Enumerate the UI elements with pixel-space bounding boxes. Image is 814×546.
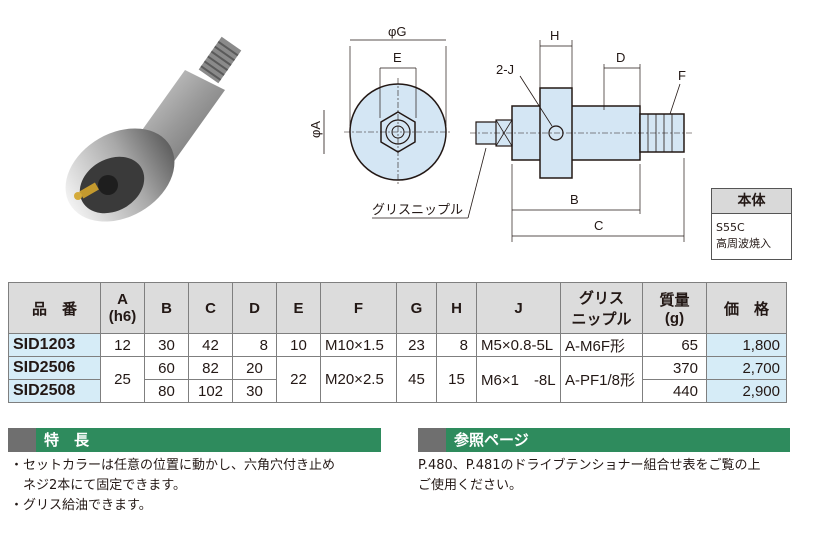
cell-grease: A-PF1/8形 [560,356,643,403]
material-box: 本体 S55C 高周波焼入 [711,188,792,260]
header-mass: 質量(g) [642,282,707,334]
technical-drawing: φG E φA 2-J H D F B C グリスニップル [308,24,692,242]
cell-C: 102 [188,379,233,403]
label-A: φA [308,121,323,138]
cell-model: SID2506 [8,356,101,380]
cell-price: 1,800 [706,333,787,357]
cell-D: 20 [232,356,277,380]
label-C: C [594,218,603,233]
cell-E: 22 [276,356,321,403]
product-photo [65,36,242,222]
cell-D: 8 [232,333,277,357]
header-D: D [232,282,277,334]
header-E: E [276,282,321,334]
label-F: F [678,68,686,83]
cell-mass: 370 [642,356,707,380]
cell-A: 12 [100,333,145,357]
feature-item: ・グリス給油できます。 [10,498,152,513]
table-row: SID2508 80 102 30 440 2,900 [8,379,787,403]
cell-G: 45 [396,356,437,403]
cell-price: 2,900 [706,379,787,403]
cell-D: 30 [232,379,277,403]
reference-line: P.480、P.481のドライブテンショナー組合せ表をご覧の上 [418,458,761,473]
feature-item: ・セットカラーは任意の位置に動かし、六角穴付き止め [10,458,336,473]
label-E: E [393,50,402,65]
reference-text: P.480、P.481のドライブテンショナー組合せ表をご覧の上 ご使用ください。 [418,456,798,496]
label-J: 2-J [496,62,514,77]
cell-F: M10×1.5 [320,333,397,357]
features-list: ・セットカラーは任意の位置に動かし、六角穴付き止め ネジ2本にて固定できます。 … [10,456,390,516]
header-C: C [188,282,233,334]
material-line1: S55C [716,221,745,234]
feature-item: ネジ2本にて固定できます。 [10,478,186,493]
header-price: 価 格 [706,282,787,334]
header-A: A(h6) [100,282,145,334]
table-row: SID1203 12 30 42 8 10 M10×1.5 23 8 M5×0.… [8,333,787,357]
cell-A: 25 [100,356,145,403]
cell-H: 15 [436,356,477,403]
label-D: D [616,50,625,65]
cell-J: M5×0.8-5L [476,333,561,357]
table-header-row: 品 番 A(h6) B C D E F G H J グリスニップル 質量(g) … [8,282,787,334]
header-grease: グリスニップル [560,282,643,334]
label-B: B [570,192,579,207]
table-row: SID2506 25 60 82 20 22 M20×2.5 45 15 M6×… [8,356,787,403]
cell-C: 82 [188,356,233,380]
cell-B: 60 [144,356,189,380]
cell-grease: A-M6F形 [560,333,643,357]
material-line2: 高周波焼入 [716,237,771,250]
header-B: B [144,282,189,334]
cell-H: 8 [436,333,477,357]
cell-J: M6×1 -8L [476,356,561,403]
label-grease-nipple: グリスニップル [372,202,463,217]
label-G: φG [388,24,407,39]
spec-table: 品 番 A(h6) B C D E F G H J グリスニップル 質量(g) … [8,282,787,403]
header-F: F [320,282,397,334]
cell-B: 80 [144,379,189,403]
cell-model: SID2508 [8,379,101,403]
material-header: 本体 [712,189,791,214]
cell-mass: 65 [642,333,707,357]
header-H: H [436,282,477,334]
header-model: 品 番 [8,282,101,334]
cell-C: 42 [188,333,233,357]
cell-price: 2,700 [706,356,787,380]
header-G: G [396,282,437,334]
reference-heading: 参照ページ [418,428,790,452]
reference-line: ご使用ください。 [418,478,523,493]
cell-F: M20×2.5 [320,356,397,403]
cell-B: 30 [144,333,189,357]
cell-model: SID1203 [8,333,101,357]
header-J: J [476,282,561,334]
features-heading: 特 長 [8,428,381,452]
cell-mass: 440 [642,379,707,403]
cell-E: 10 [276,333,321,357]
cell-G: 23 [396,333,437,357]
label-H: H [550,28,559,43]
